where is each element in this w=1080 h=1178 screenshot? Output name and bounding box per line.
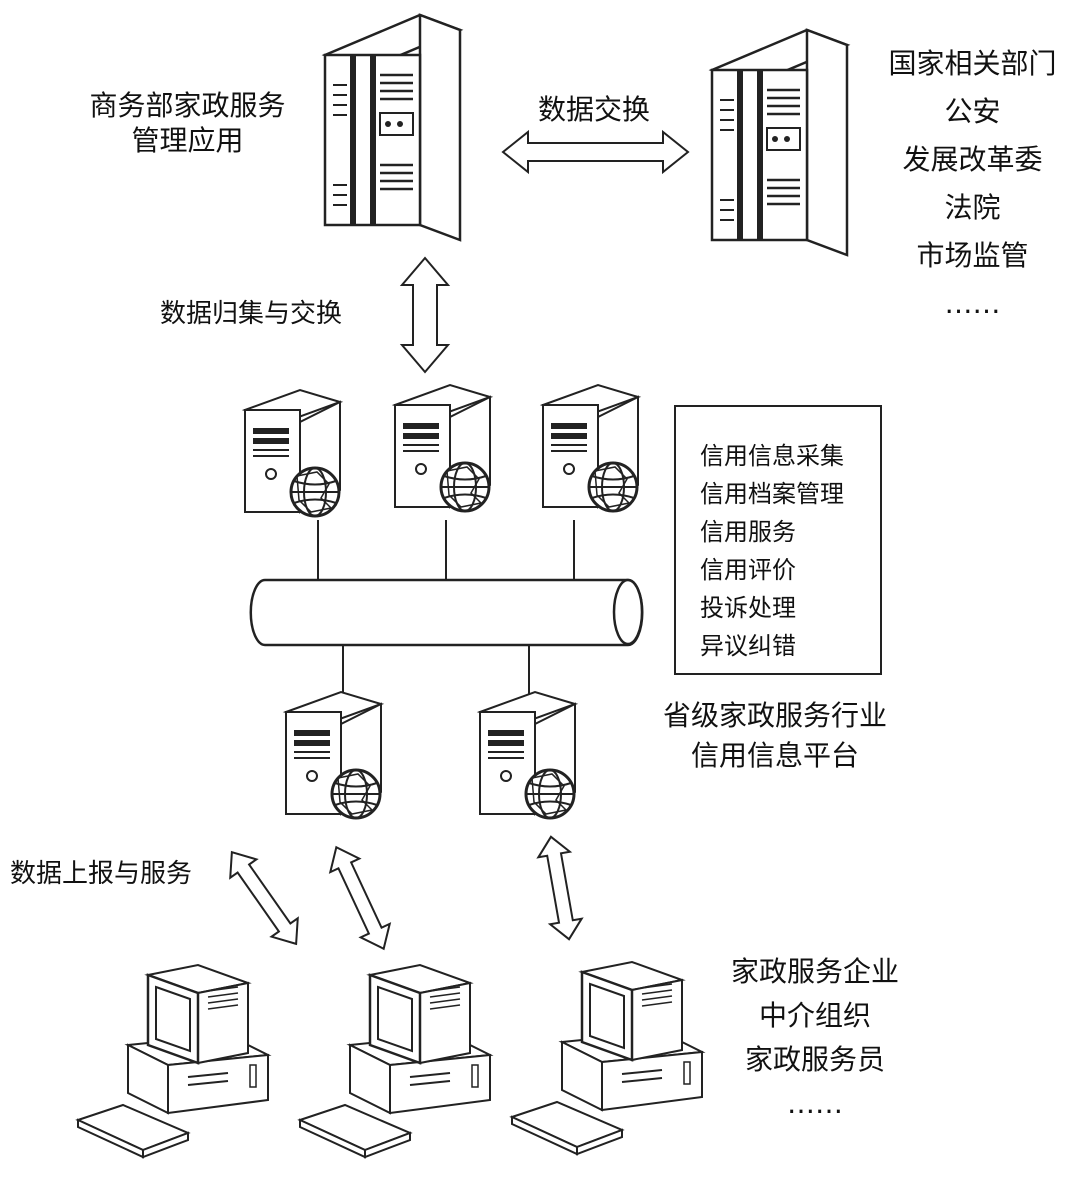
report-double-arrow-icon-3	[536, 835, 584, 941]
agencies-label: 国家相关部门 公安 发展改革委 法院 市场监管 ……	[870, 40, 1075, 328]
function-item: 信用评价	[700, 556, 796, 584]
function-item: 信用服务	[700, 518, 796, 546]
platform-label: 省级家政服务行业 信用信息平台	[625, 696, 925, 776]
platform-tower-server-icon	[284, 690, 383, 820]
ministry-label: 商务部家政服务 管理应用	[70, 88, 305, 158]
client-item: 家政服务企业	[730, 955, 899, 988]
agencies-rack-server-icon	[712, 30, 847, 255]
agency-item: 法院	[944, 191, 1001, 224]
network-bus-icon	[249, 578, 644, 647]
platform-tower-server-icon	[478, 690, 577, 820]
agency-item: 市场监管	[916, 239, 1029, 272]
platform-label-line: 信用信息平台	[690, 739, 859, 772]
function-item: 投诉处理	[700, 594, 796, 622]
client-item: ……	[787, 1087, 843, 1120]
clients-label: 家政服务企业 中介组织 家政服务员 ……	[700, 950, 930, 1126]
ministry-rack-server-icon	[325, 15, 460, 240]
client-desktop-computer-icon	[76, 963, 270, 1159]
agency-item: ……	[944, 287, 1001, 320]
agency-item: 国家相关部门	[888, 47, 1057, 80]
function-item: 异议纠错	[700, 632, 796, 660]
client-item: 家政服务员	[744, 1043, 885, 1076]
function-item: 信用档案管理	[700, 480, 844, 508]
function-item: 信用信息采集	[700, 442, 844, 470]
collect-label: 数据归集与交换	[160, 299, 343, 329]
platform-functions-box: 信用信息采集 信用档案管理 信用服务 信用评价 投诉处理 异议纠错	[674, 405, 882, 675]
platform-tower-server-icon	[541, 383, 640, 513]
client-desktop-computer-icon	[510, 960, 704, 1156]
report-double-arrow-icon-2	[328, 845, 392, 951]
ministry-label-line: 管理应用	[131, 124, 244, 157]
exchange-label: 数据交换	[538, 93, 651, 126]
agency-item: 发展改革委	[902, 143, 1043, 176]
agency-item: 公安	[944, 95, 1001, 128]
client-desktop-computer-icon	[298, 963, 492, 1159]
exchange-double-arrow-icon	[501, 129, 690, 175]
collect-double-arrow-icon	[399, 256, 451, 374]
platform-label-line: 省级家政服务行业	[662, 699, 887, 732]
report-double-arrow-icon-1	[229, 850, 299, 946]
platform-tower-server-icon	[243, 388, 342, 518]
report-label: 数据上报与服务	[10, 859, 193, 889]
client-item: 中介组织	[758, 999, 871, 1032]
ministry-label-line: 商务部家政服务	[89, 89, 286, 122]
platform-tower-server-icon	[393, 383, 492, 513]
